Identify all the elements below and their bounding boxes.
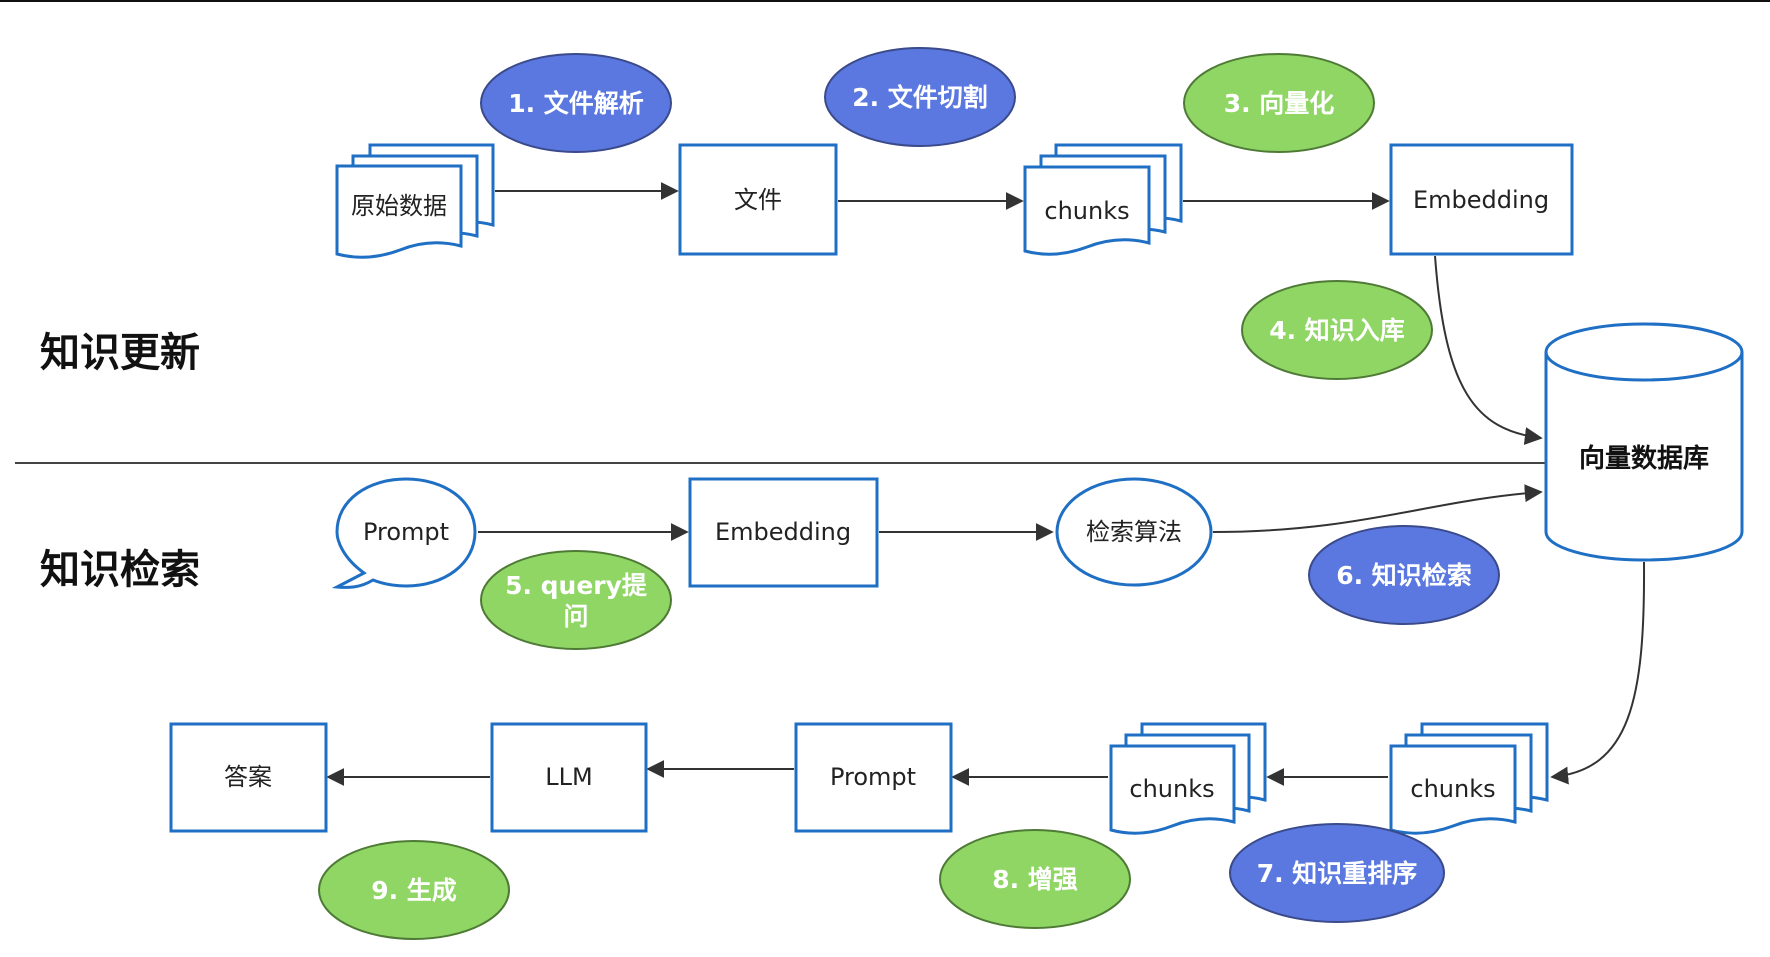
step-badge-1: 1. 文件解析 [480,53,672,153]
step-badge-8: 8. 增强 [939,829,1131,929]
node-embedding-mid: Embedding [688,477,879,588]
node-file: 文件 [678,143,838,256]
step-badge-4-label: 4. 知识入库 [1269,316,1405,345]
node-chunks-right: chunks [1389,722,1549,835]
node-search-algo-label: 检索算法 [1086,518,1182,546]
node-embedding-top: Embedding [1389,143,1574,256]
arrow-embedding-to-vectordb [1434,255,1543,445]
node-chunks-left-label: chunks [1129,775,1214,803]
step-badge-3: 3. 向量化 [1183,53,1375,153]
step-badge-5: 5. query提 问 [480,550,672,650]
top-border-line [0,0,1770,2]
node-vector-db: 向量数据库 [1544,322,1744,562]
arrow-vectordb-to-chunks [1550,561,1646,785]
step-badge-4: 4. 知识入库 [1241,280,1433,380]
step-badge-9: 9. 生成 [318,840,510,940]
node-prompt-query-label: Prompt [363,518,449,546]
step-badge-2: 2. 文件切割 [824,47,1016,147]
node-embedding-top-label: Embedding [1413,186,1549,214]
node-prompt-query: Prompt [331,477,477,589]
node-llm: LLM [490,722,648,833]
step-badge-3-label: 3. 向量化 [1224,89,1335,118]
node-embedding-mid-label: Embedding [715,518,851,546]
step-badge-1-label: 1. 文件解析 [508,89,644,118]
node-chunks-top: chunks [1023,143,1183,256]
step-badge-7: 7. 知识重排序 [1229,823,1445,923]
arrow-search-to-vectordb [1212,484,1543,533]
node-answer-label: 答案 [224,763,272,791]
node-file-label: 文件 [734,186,782,214]
step-badge-8-label: 8. 增强 [992,865,1078,894]
node-llm-label: LLM [545,763,592,791]
step-badge-9-label: 9. 生成 [371,876,457,905]
step-badge-6-label: 6. 知识检索 [1336,561,1472,590]
step-badge-2-label: 2. 文件切割 [852,83,988,112]
node-chunks-right-label: chunks [1410,775,1495,803]
step-badge-5-label-line1: 5. query提 [505,571,648,600]
node-vector-db-label: 向量数据库 [1579,443,1709,474]
node-chunks-top-label: chunks [1044,197,1129,225]
section-label-update: 知识更新 [40,330,200,376]
node-answer: 答案 [169,722,328,833]
node-prompt-aug-label: Prompt [830,763,916,791]
node-search-algo: 检索算法 [1055,477,1213,587]
step-badge-5-label-line2: 问 [563,602,588,631]
node-raw-data-label: 原始数据 [351,192,447,220]
node-raw-data: 原始数据 [335,143,495,259]
step-badge-6: 6. 知识检索 [1308,525,1500,625]
section-label-retrieval: 知识检索 [40,547,200,593]
step-badge-7-label: 7. 知识重排序 [1257,859,1418,888]
node-prompt-aug: Prompt [794,722,953,833]
connectors [326,182,1646,786]
node-chunks-left: chunks [1109,722,1267,835]
